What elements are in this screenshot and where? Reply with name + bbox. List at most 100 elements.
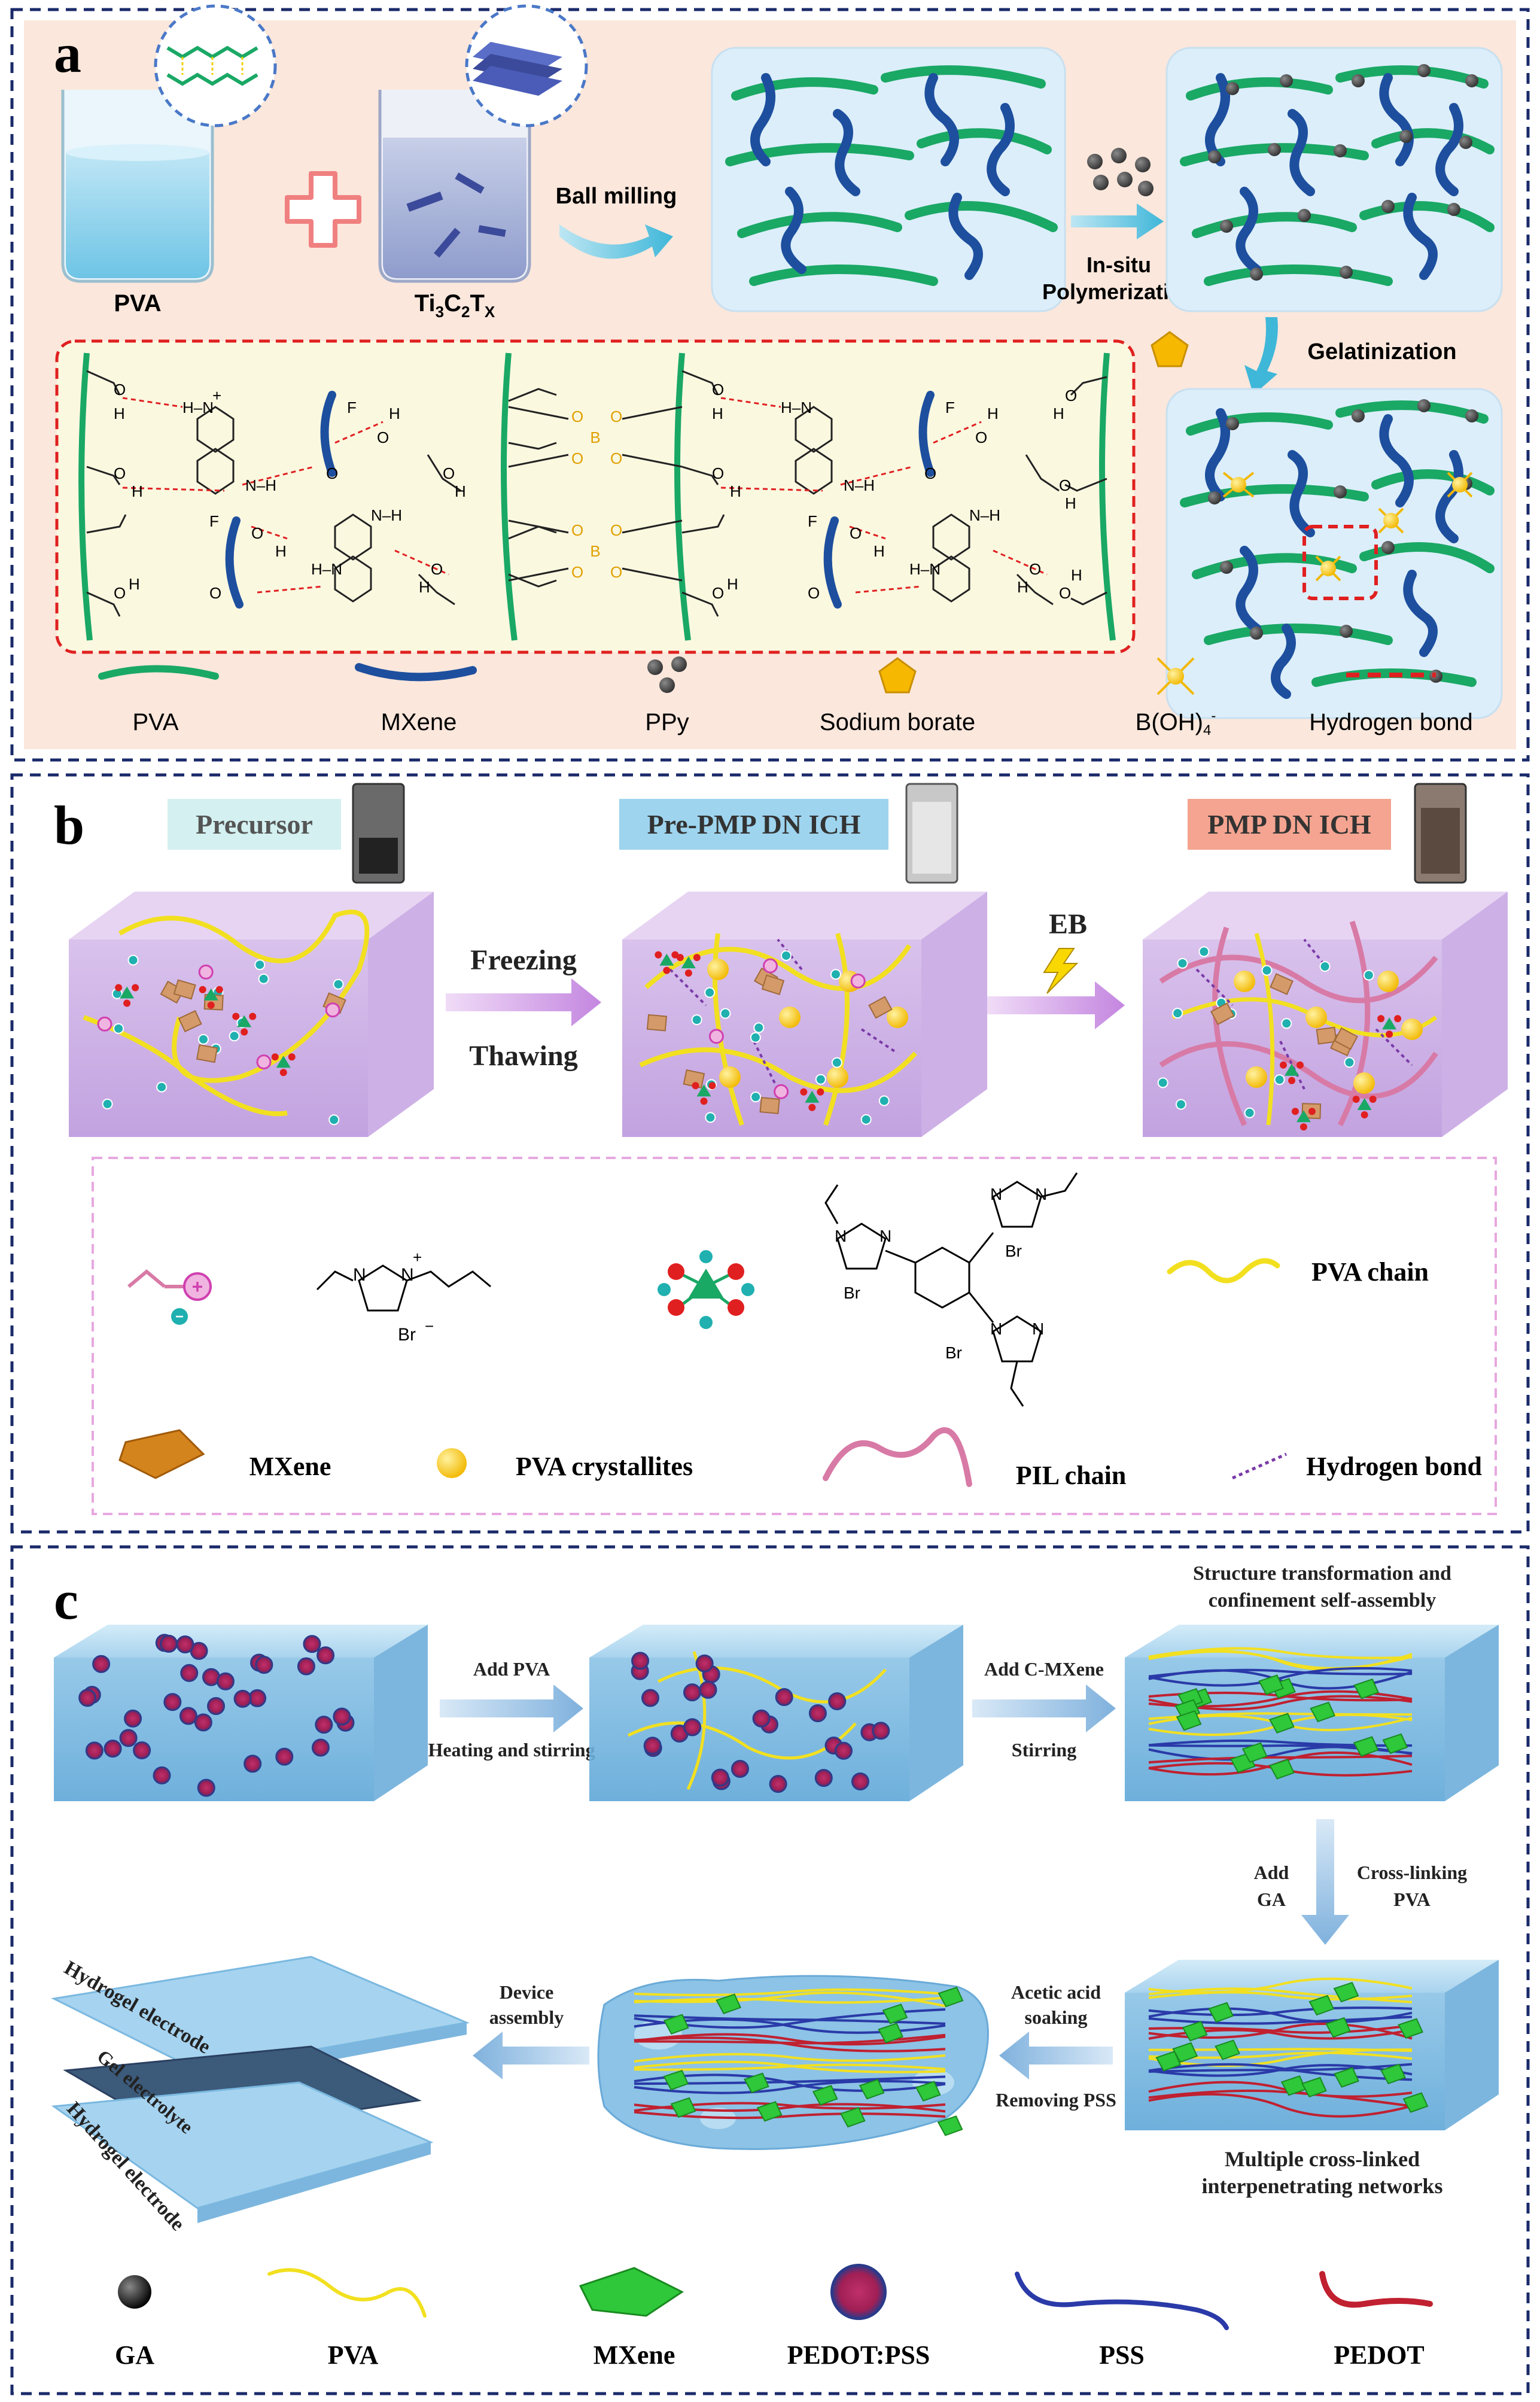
solution-block-1 [54,1625,428,1801]
svg-text:H: H [419,578,430,596]
svg-text:O: O [571,449,583,467]
polymer-strand [634,2033,946,2046]
pedot-pss-particle [133,1741,151,1759]
multiple-crosslinked-label: Multiple cross-linked [1225,2147,1420,2171]
polymer-strand [634,2036,946,2053]
pmp-label-box [1188,799,1391,850]
precursor-gel-block [69,892,434,1137]
mxene-flake [1308,1994,1335,2016]
polymer-strand [1148,1647,1413,1659]
polymer-strand [1148,1755,1413,1764]
mxene-flake [1310,1701,1336,1723]
network-box-2 [1165,47,1503,312]
beaker-ti3c2tx [378,90,531,283]
svg-text:Br: Br [945,1343,962,1362]
pedot-pss-particle [153,1766,171,1784]
mxene-flake [878,2023,903,2044]
mxene-flake [1258,1674,1284,1695]
legend-mxene-label: MXene [249,1452,331,1481]
pedot-pss-particle [207,1697,226,1716]
anion-dot [750,1091,762,1103]
polymer-strand [1148,2051,1413,2060]
svg-text:H: H [874,542,885,560]
mxene-flake [1182,2021,1208,2042]
network-box-3 [1165,388,1503,719]
pedot-pss-particles-block-1 [78,1634,355,1797]
mxene-flake [1334,2067,1359,2088]
removing-pss-label: Removing PSS [996,2089,1116,2111]
svg-text:Br: Br [398,1325,416,1345]
legend-hydrogen-bond-label: Hydrogen bond [1309,709,1473,735]
svg-text:B: B [590,542,600,560]
svg-text:H: H [730,482,741,500]
svg-text:F: F [209,512,219,530]
eb-label: EB [1049,908,1087,940]
anion-dot [720,1008,731,1019]
pmp-gel-block [1143,892,1508,1137]
legend-ppy-dots [647,656,687,693]
anion-dot [831,1057,842,1068]
vinyl-cation [850,973,866,989]
device-assembly-arrow [473,2032,589,2079]
add-cmxene-label: Add C-MXene [984,1658,1104,1680]
structure-transformation-label: Structure transformation and [1193,1562,1451,1585]
anion-dot [1157,1077,1168,1088]
stirring-label: Stirring [1012,1739,1076,1761]
pedot-pss-particle [92,1655,111,1673]
svg-text:O: O [712,464,724,482]
mxene-flake [663,2014,689,2035]
ionic-monomer-triangle [1280,1061,1304,1084]
vinyl-cation [762,958,778,974]
svg-text:N: N [401,1265,414,1285]
legend-pedot-strand [1319,2271,1433,2308]
legend-sodium-borate-label: Sodium borate [820,709,975,735]
panel-c-letter: c [54,1570,78,1631]
svg-text:O: O [850,524,862,542]
svg-text:O: O [924,464,936,482]
pedot-pss-particle [631,1652,650,1670]
svg-text:H–N: H–N [909,560,941,578]
anion-dot [102,1098,113,1109]
polymer-strand [1148,1977,1413,1994]
pedot-pss-particle [641,1689,659,1707]
confinement-self-assembly-label: confinement self-assembly [1209,1589,1436,1612]
pedot-pss-particle [752,1709,771,1728]
ionic-monomer-triangle [655,951,679,974]
crosslinking-arrow [1301,1819,1349,1945]
anion-icon [658,1250,754,1329]
mxene-flake [1353,1736,1379,1757]
mxene-flake [663,2069,689,2091]
svg-text:O: O [1029,560,1041,578]
vinyl-cation [325,1002,340,1018]
anion-dot [753,1022,765,1033]
mxene-flake [173,979,196,1000]
svg-text:H–N: H–N [311,560,342,578]
anion-dot [1177,957,1188,969]
mxene-flake [1270,973,1294,995]
ionic-monomer-triangle [1352,1095,1377,1118]
acetic-acid-arrow [999,2032,1113,2079]
anion-dot [1363,969,1374,981]
magnified-pva-circle [154,4,277,127]
pedot-pss-particle [176,1635,194,1653]
polymer-strand [634,1991,946,2008]
polymer-strand [634,2063,946,2071]
legend-mxene-label: MXene [381,709,457,735]
svg-text:+: + [212,387,221,405]
pedot-pss-particle [316,1646,335,1665]
anion-dot [156,1081,168,1093]
svg-text:N: N [1035,1185,1047,1203]
svg-text:O: O [377,428,389,446]
pedot-pss-particle [695,1654,714,1673]
ionic-monomer-triangle [1377,1015,1402,1038]
legend-pedot-label: PEDOT [1334,2340,1425,2370]
assembly-label: assembly [489,2006,564,2028]
mxene-flake [744,2072,769,2094]
legend-pedot-pss-ball [830,2264,887,2320]
pre-pmp-vial-content [912,802,951,874]
anion-dot [1172,1008,1183,1019]
panel-b: b Precursor Pre-PMP DN ICH PMP DN ICH [10,773,1530,1534]
mxene-flake [1301,2076,1327,2098]
precursor-label-box [168,799,341,850]
pedot-pss-particle [828,1692,847,1711]
